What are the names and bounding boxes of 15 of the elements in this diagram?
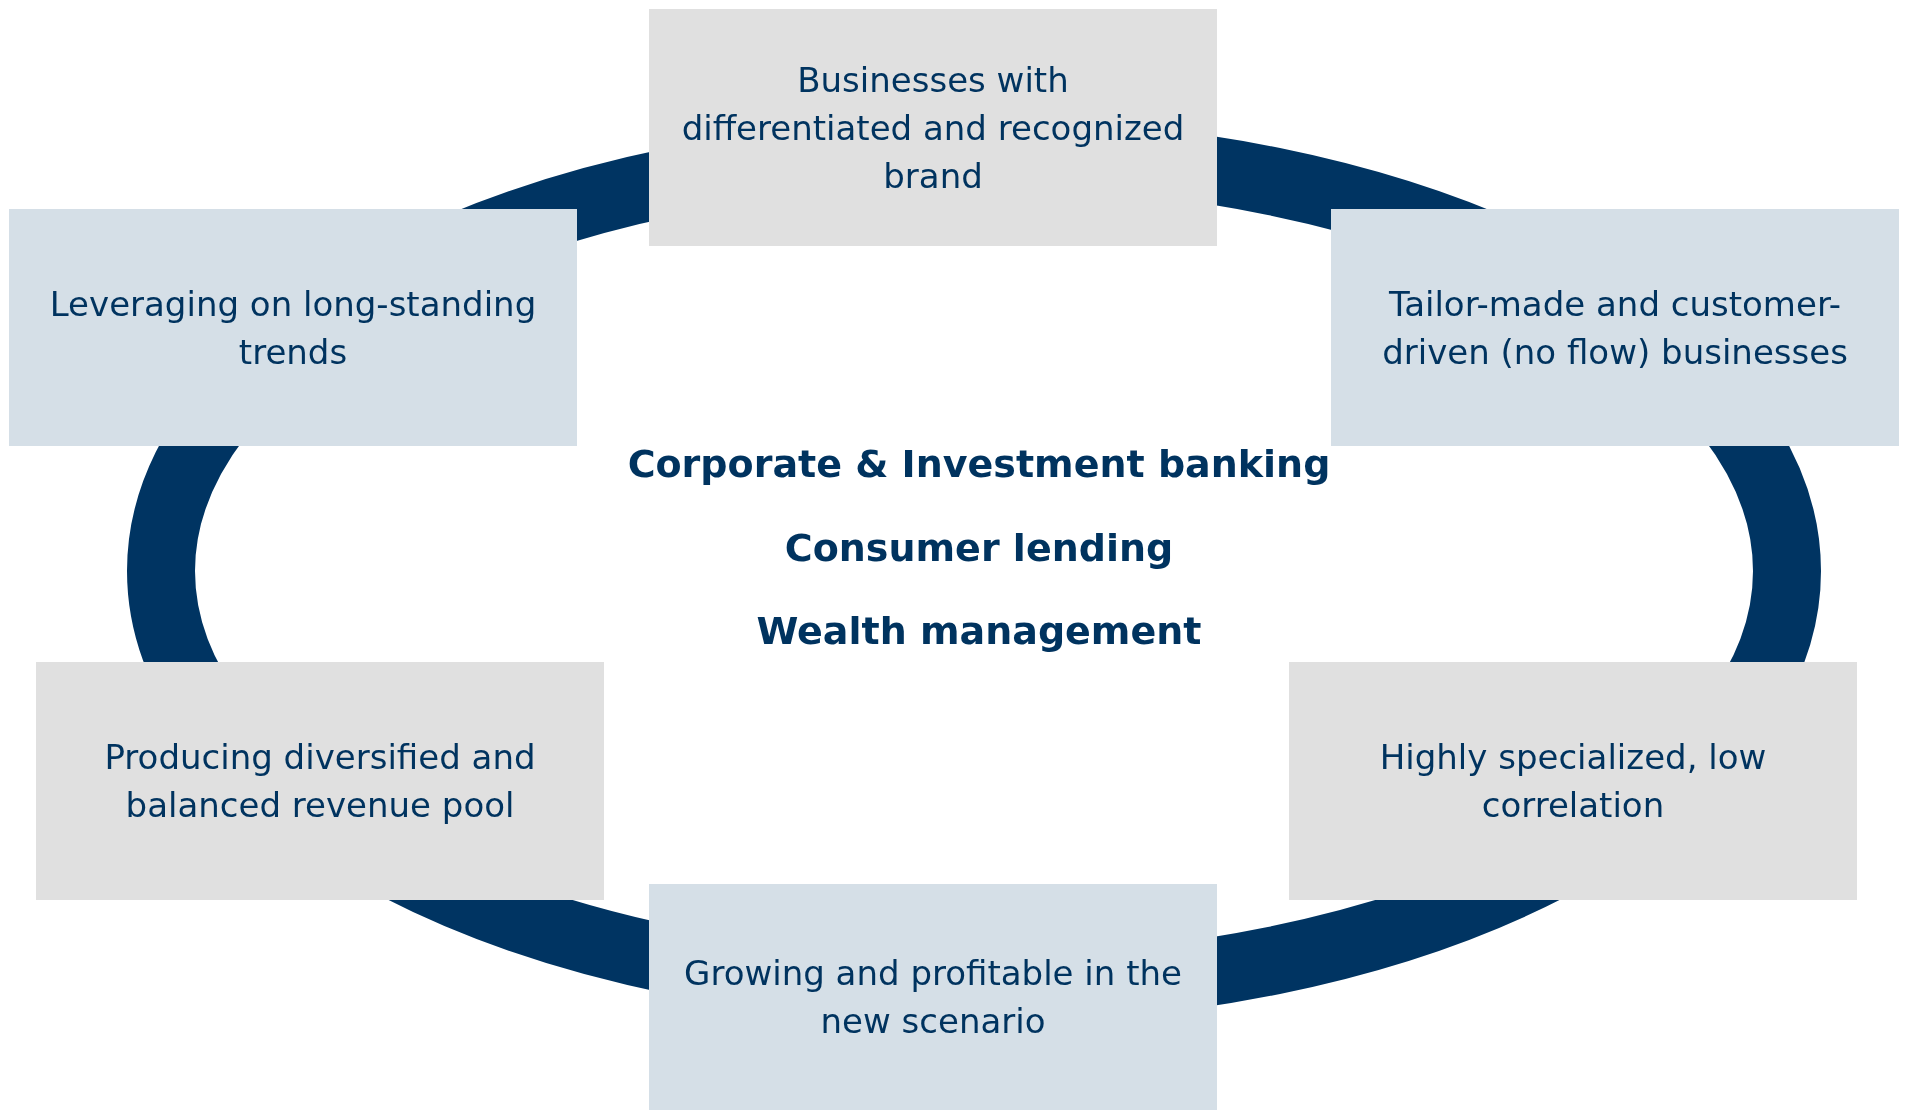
text-box <box>1331 209 1899 446</box>
text-box <box>1289 662 1857 900</box>
box-text: Highly specialized, low correlation <box>1378 736 1768 827</box>
text-box <box>649 9 1217 246</box>
business-line-heading: Wealth management <box>755 608 1203 654</box>
text-box <box>9 209 577 446</box>
business-line-heading: Corporate & Investment banking <box>626 441 1332 487</box>
box-text: Businesses with differentiated and recognized brand <box>680 58 1186 198</box>
text-box <box>649 884 1217 1110</box>
box-text: Growing and profitable in the new scenario <box>683 952 1183 1043</box>
text-box <box>36 662 604 900</box>
box-text: Leveraging on long-standing trends <box>48 282 538 374</box>
box-text: Producing diversified and balanced revenue pool <box>103 736 537 827</box>
business-line-heading: Consumer lending <box>783 525 1175 571</box>
box-text: Tailor-made and customer-driven (no flow) businesses <box>1381 282 1849 374</box>
